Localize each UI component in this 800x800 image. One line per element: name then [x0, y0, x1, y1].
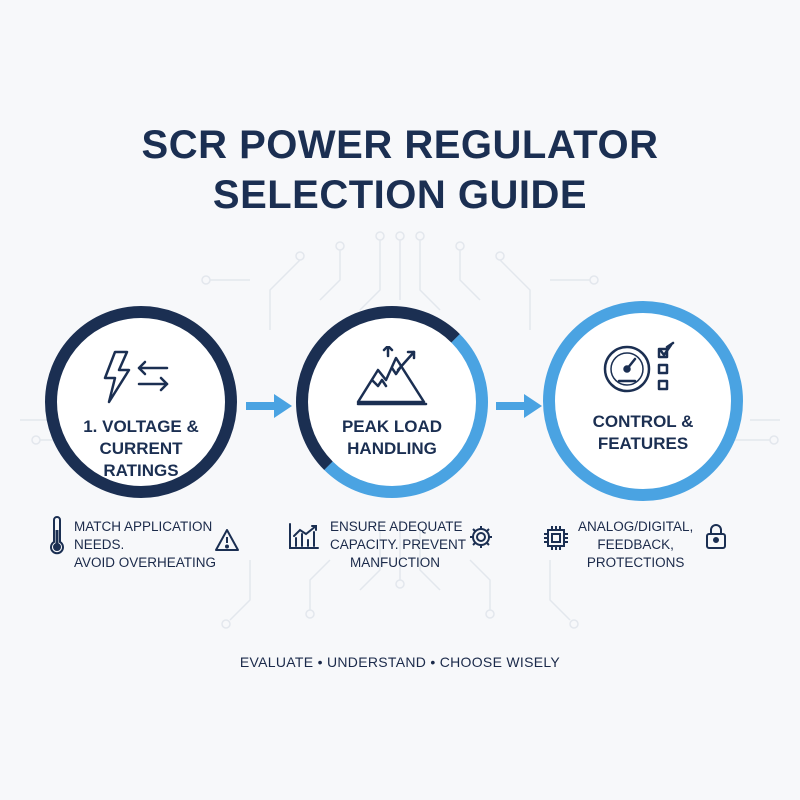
- title-line-2: SELECTION GUIDE: [212, 173, 588, 217]
- step-3-label: CONTROL & FEATURES: [592, 412, 694, 453]
- bar-chart-icon: [289, 523, 319, 549]
- gauge-checklist-icon: [603, 341, 675, 393]
- step-peak-load: PEAK LOAD HANDLING: [296, 306, 488, 498]
- step-2-label: PEAK LOAD HANDLING: [341, 417, 443, 458]
- thermometer-icon: [50, 516, 64, 555]
- step-voltage-current: 1. VOLTAGE & CURRENT RATINGS: [45, 306, 237, 498]
- warning-icon: [215, 529, 239, 551]
- lightning-transfer-icon: [103, 350, 169, 404]
- footer-tagline: EVALUATE • UNDERSTAND • CHOOSE WISELY: [239, 654, 561, 670]
- flow-arrow-2: [496, 394, 542, 418]
- step-2-description: ENSURE ADEQUATE CAPACITY. PREVENT MANFUC…: [330, 519, 467, 570]
- step-3-description: ANALOG/DIGITAL, FEEDBACK, PROTECTIONS: [578, 519, 694, 570]
- flow-arrow-1: [246, 394, 292, 418]
- step-control-features: CONTROL & FEATURES: [543, 301, 743, 501]
- step-1-description: MATCH APPLICATION NEEDS. AVOID OVERHEATI…: [74, 519, 217, 570]
- chip-icon: [544, 526, 568, 550]
- step-1-label: 1. VOLTAGE & CURRENT RATINGS: [83, 417, 199, 480]
- page-title: SCR POWER REGULATOR SELECTION GUIDE: [0, 120, 800, 220]
- lock-icon: [706, 524, 726, 549]
- mountain-peak-icon: [356, 346, 428, 406]
- gear-icon: [470, 526, 492, 548]
- title-line-1: SCR POWER REGULATOR: [141, 123, 659, 167]
